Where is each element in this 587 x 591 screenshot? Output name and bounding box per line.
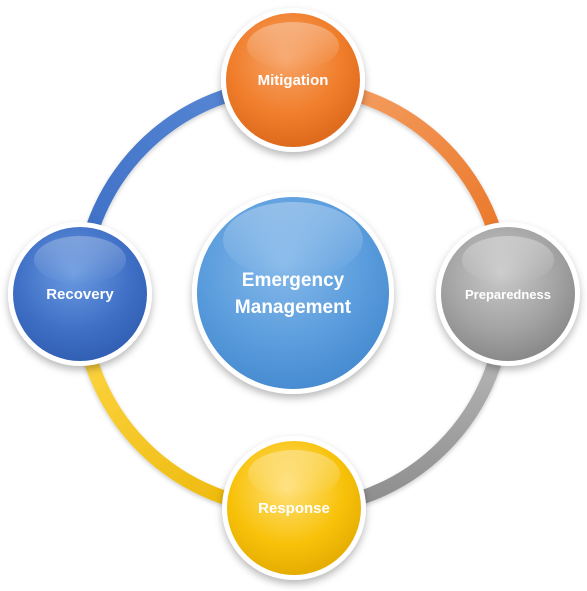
node-preparedness-label: Preparedness: [465, 287, 551, 302]
node-recovery: Recovery: [8, 222, 152, 366]
center-title-line2: Management: [235, 297, 352, 318]
node-response-label: Response: [258, 500, 330, 517]
node-preparedness: Preparedness: [436, 222, 580, 366]
node-mitigation: Mitigation: [221, 8, 365, 152]
node-recovery-label: Recovery: [46, 286, 114, 303]
node-mitigation-label: Mitigation: [258, 72, 329, 89]
center-title-line1: Emergency: [242, 270, 345, 291]
center-node: Emergency Management: [192, 192, 394, 394]
node-response: Response: [222, 436, 366, 580]
